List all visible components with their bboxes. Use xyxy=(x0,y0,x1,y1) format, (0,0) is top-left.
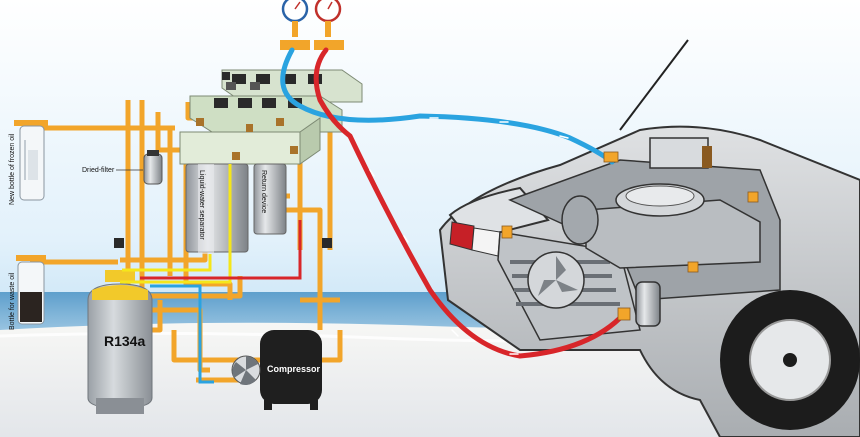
manifold-block xyxy=(179,69,363,165)
hose-fittings xyxy=(501,151,759,321)
dried-filter-label: Dried-filter xyxy=(82,167,115,174)
low-pressure-hose xyxy=(280,47,615,165)
waste-oil-bottle: Bottle for waste oil xyxy=(9,255,46,330)
fan-icon xyxy=(231,355,261,386)
liquid-water-separator: Liquid-water separator xyxy=(185,163,249,254)
r134a-tank: R134a xyxy=(87,270,153,414)
car-antenna xyxy=(619,39,689,131)
compressor-label: Compressor xyxy=(267,364,321,374)
liquid-water-separator-label: Liquid-water separator xyxy=(198,170,205,240)
dried-filter: Dried-filter xyxy=(82,150,163,185)
compressor: Compressor xyxy=(260,330,322,410)
internal-colored-lines xyxy=(120,164,302,384)
return-device: Return device xyxy=(253,163,287,235)
new-oil-bottle: New bottle of frozen oil xyxy=(9,120,48,205)
return-device-label: Return device xyxy=(260,170,267,213)
car xyxy=(438,39,860,437)
hoses xyxy=(280,47,627,359)
waste-oil-bottle-label: Bottle for waste oil xyxy=(9,272,16,330)
valve-icon xyxy=(114,72,332,248)
new-oil-bottle-label: New bottle of frozen oil xyxy=(9,133,16,205)
high-pressure-hose xyxy=(313,47,627,359)
high-pressure-gauge-icon xyxy=(314,0,344,50)
low-pressure-gauge-icon xyxy=(280,0,310,50)
r134a-label: R134a xyxy=(104,333,145,349)
